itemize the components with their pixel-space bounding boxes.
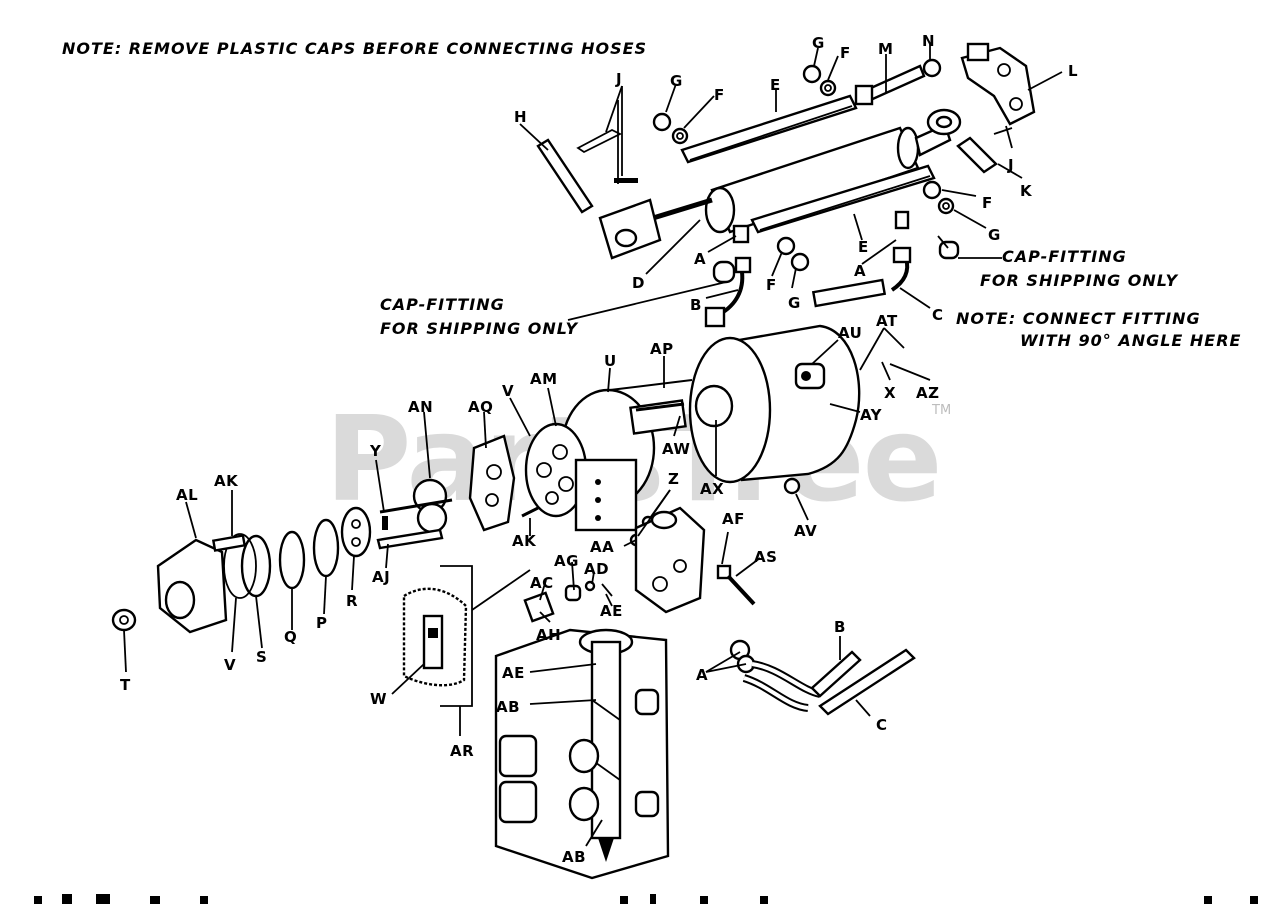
label-g[interactable]: G bbox=[988, 226, 1001, 244]
plate-aq bbox=[468, 434, 516, 532]
label-m[interactable]: M bbox=[878, 40, 893, 58]
valve-body-ar bbox=[494, 628, 670, 880]
label-p[interactable]: P bbox=[316, 614, 328, 632]
label-z[interactable]: Z bbox=[668, 470, 679, 488]
label-ap[interactable]: AP bbox=[650, 340, 674, 358]
shaft-aj bbox=[376, 528, 444, 550]
label-y[interactable]: Y bbox=[369, 442, 382, 460]
note-cap-right-2: FOR SHIPPING ONLY bbox=[980, 271, 1178, 290]
note-cap-right-1: CAP-FITTING bbox=[1002, 247, 1127, 266]
label-ak[interactable]: AK bbox=[214, 472, 239, 490]
label-g[interactable]: G bbox=[788, 294, 801, 312]
leader-lines bbox=[123, 44, 1063, 847]
label-ar[interactable]: AR bbox=[450, 742, 474, 760]
label-a[interactable]: A bbox=[854, 262, 866, 280]
label-an[interactable]: AN bbox=[408, 398, 433, 416]
label-as[interactable]: AS bbox=[754, 548, 777, 566]
label-aw[interactable]: AW bbox=[662, 440, 690, 458]
note-connect-1: NOTE: CONNECT FITTING bbox=[956, 309, 1201, 328]
label-n[interactable]: N bbox=[922, 32, 935, 50]
label-ab[interactable]: AB bbox=[562, 848, 586, 866]
cotter-pin-j bbox=[576, 100, 638, 184]
label-e[interactable]: E bbox=[770, 76, 781, 94]
label-e[interactable]: E bbox=[858, 238, 869, 256]
label-ad[interactable]: AD bbox=[584, 560, 609, 578]
label-am[interactable]: AM bbox=[530, 370, 558, 388]
label-ae[interactable]: AE bbox=[600, 602, 623, 620]
note-cap-left-2: FOR SHIPPING ONLY bbox=[380, 319, 578, 338]
label-aa[interactable]: AA bbox=[590, 538, 614, 556]
label-d[interactable]: D bbox=[632, 274, 645, 292]
label-w[interactable]: W bbox=[370, 690, 387, 708]
note-connect-2: WITH 90° ANGLE HERE bbox=[1020, 331, 1241, 350]
label-au[interactable]: AU bbox=[838, 324, 862, 342]
label-c[interactable]: C bbox=[876, 716, 888, 734]
label-b[interactable]: B bbox=[690, 296, 702, 314]
note-remove-caps: NOTE: REMOVE PLASTIC CAPS BEFORE CONNECT… bbox=[62, 39, 647, 58]
valve-block bbox=[634, 506, 756, 614]
label-x[interactable]: X bbox=[884, 384, 896, 402]
nut-t bbox=[111, 608, 137, 632]
label-ax[interactable]: AX bbox=[700, 480, 724, 498]
label-c[interactable]: C bbox=[932, 306, 944, 324]
label-g[interactable]: G bbox=[812, 34, 825, 52]
label-ab[interactable]: AB bbox=[496, 698, 520, 716]
pump-plates bbox=[223, 506, 372, 599]
label-ac[interactable]: AC bbox=[530, 574, 554, 592]
label-aq[interactable]: AQ bbox=[468, 398, 493, 416]
label-ak[interactable]: AK bbox=[512, 532, 537, 550]
label-r[interactable]: R bbox=[346, 592, 358, 610]
cutaway-w bbox=[402, 565, 531, 707]
label-k[interactable]: K bbox=[1020, 182, 1033, 200]
label-l[interactable]: L bbox=[1068, 62, 1078, 80]
fittings-top bbox=[704, 210, 960, 328]
nut-washer-top bbox=[652, 58, 955, 272]
label-q[interactable]: Q bbox=[284, 628, 297, 646]
label-j[interactable]: J bbox=[615, 70, 622, 88]
label-aj[interactable]: AJ bbox=[372, 568, 390, 586]
label-t[interactable]: T bbox=[120, 676, 131, 694]
reservoir-ay bbox=[688, 324, 861, 484]
label-f[interactable]: F bbox=[982, 194, 993, 212]
label-al[interactable]: AL bbox=[176, 486, 198, 504]
pin-k bbox=[956, 127, 1013, 174]
bottom-edge-fragments bbox=[34, 894, 1258, 904]
label-f[interactable]: F bbox=[840, 44, 851, 62]
label-v[interactable]: V bbox=[502, 382, 514, 400]
bracket-l bbox=[960, 42, 1036, 126]
label-h[interactable]: H bbox=[514, 108, 527, 126]
label-az[interactable]: AZ bbox=[916, 384, 940, 402]
label-av[interactable]: AV bbox=[794, 522, 817, 540]
label-a[interactable]: A bbox=[696, 666, 708, 684]
label-b[interactable]: B bbox=[834, 618, 846, 636]
label-ag[interactable]: AG bbox=[554, 552, 579, 570]
label-u[interactable]: U bbox=[604, 352, 617, 370]
label-ay[interactable]: AY bbox=[860, 406, 883, 424]
pin-h bbox=[536, 138, 594, 214]
note-cap-left-1: CAP-FITTING bbox=[380, 295, 505, 314]
hoses-bottom bbox=[729, 639, 916, 716]
label-g[interactable]: G bbox=[670, 72, 683, 90]
pump-body bbox=[524, 379, 693, 532]
gear-an bbox=[379, 478, 453, 534]
label-s[interactable]: S bbox=[256, 648, 267, 666]
label-a[interactable]: A bbox=[694, 250, 706, 268]
front-cover-al bbox=[156, 534, 247, 634]
fittings-mid bbox=[523, 580, 613, 623]
label-f[interactable]: F bbox=[766, 276, 777, 294]
part-labels: G F M N L J G F E H J K F G E A D F G A … bbox=[120, 32, 1078, 866]
label-j[interactable]: J bbox=[1007, 156, 1014, 174]
label-ae[interactable]: AE bbox=[502, 664, 525, 682]
label-v[interactable]: V bbox=[224, 656, 236, 674]
label-ah[interactable]: AH bbox=[536, 626, 561, 644]
steering-cylinder bbox=[598, 94, 962, 260]
watermark-tm: TM bbox=[931, 403, 951, 418]
label-f[interactable]: F bbox=[714, 86, 725, 104]
label-af[interactable]: AF bbox=[722, 510, 745, 528]
label-at[interactable]: AT bbox=[876, 312, 898, 330]
